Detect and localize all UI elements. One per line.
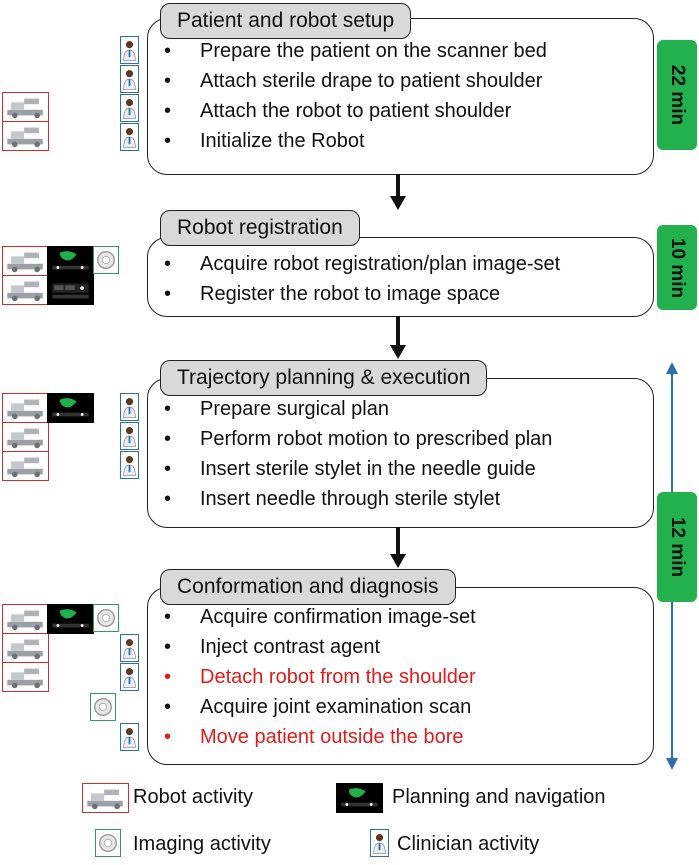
stage-box-trajectory: •Prepare surgical plan •Perform robot mo… — [147, 378, 654, 528]
robot-activity-icon — [2, 451, 49, 481]
planning-navigation-icon — [47, 246, 94, 276]
step-text: Insert needle through sterile stylet — [200, 488, 501, 510]
stage-title-setup: Patient and robot setup — [160, 3, 412, 39]
robot-activity-icon — [2, 604, 49, 634]
legend-label-robot: Robot activity — [133, 786, 254, 808]
step-text: Prepare surgical plan — [200, 398, 389, 420]
robot-activity-icon — [2, 92, 49, 122]
stage-box-setup: •Prepare the patient on the scanner bed … — [147, 18, 654, 175]
imaging-activity-icon — [93, 604, 119, 632]
clinician-activity-icon — [120, 634, 139, 662]
step-text: Attach the robot to patient shoulder — [200, 100, 512, 122]
planning-navigation-icon — [47, 604, 94, 634]
step-text: Detach robot from the shoulder — [200, 666, 476, 688]
step-item: •Perform robot motion to prescribed plan — [164, 428, 553, 450]
time-badge-registration: 10 min — [657, 225, 697, 310]
legend-label-imaging: Imaging activity — [133, 833, 271, 855]
robot-activity-icon — [2, 633, 49, 663]
step-item: •Register the robot to image space — [164, 283, 501, 305]
step-item: •Attach sterile drape to patient shoulde… — [164, 70, 543, 92]
step-text: Insert sterile stylet in the needle guid… — [200, 458, 536, 480]
legend-label-clinician: Clinician activity — [397, 833, 540, 855]
stage-title-registration: Robot registration — [160, 210, 360, 246]
robot-activity-icon — [2, 246, 49, 276]
step-text: Acquire confirmation image-set — [200, 606, 476, 628]
step-item-highlight: •Move patient outside the bore — [164, 726, 464, 748]
imaging-activity-icon — [93, 246, 119, 274]
legend-label-planning: Planning and navigation — [392, 786, 606, 808]
stage-title-confirmation: Conformation and diagnosis — [160, 569, 456, 605]
robot-activity-icon — [2, 422, 49, 452]
stage-title-trajectory: Trajectory planning & execution — [160, 360, 488, 396]
step-item: •Insert sterile stylet in the needle gui… — [164, 458, 536, 480]
clinician-activity-icon — [120, 65, 139, 93]
step-item: •Attach the robot to patient shoulder — [164, 100, 512, 122]
step-text: Inject contrast agent — [200, 636, 381, 658]
clinician-activity-icon — [120, 393, 139, 421]
step-text: Acquire joint examination scan — [200, 696, 472, 718]
step-item: •Prepare surgical plan — [164, 398, 389, 420]
step-text: Prepare the patient on the scanner bed — [200, 40, 547, 62]
step-item: •Insert needle through sterile stylet — [164, 488, 501, 510]
clinician-activity-icon — [120, 723, 139, 751]
step-text: Perform robot motion to prescribed plan — [200, 428, 553, 450]
clinician-activity-icon — [120, 94, 139, 122]
flow-arrow-2-head — [390, 345, 406, 359]
robot-activity-icon — [82, 783, 129, 813]
planning-navigation-icon — [47, 275, 94, 305]
planning-navigation-icon — [47, 393, 94, 423]
step-item: •Acquire robot registration/plan image-s… — [164, 253, 561, 275]
step-item: •Initialize the Robot — [164, 130, 365, 152]
robot-activity-icon — [2, 393, 49, 423]
step-item: •Acquire joint examination scan — [164, 696, 472, 718]
step-item: •Acquire confirmation image-set — [164, 606, 476, 628]
robot-activity-icon — [2, 662, 49, 692]
step-item: •Prepare the patient on the scanner bed — [164, 40, 547, 62]
step-text: Register the robot to image space — [200, 283, 501, 305]
step-text: Initialize the Robot — [200, 130, 365, 152]
stage-box-registration: •Acquire robot registration/plan image-s… — [147, 237, 654, 317]
robot-activity-icon — [2, 275, 49, 305]
step-text: Move patient outside the bore — [200, 726, 464, 748]
step-text: Attach sterile drape to patient shoulder — [200, 70, 543, 92]
flow-arrow-1-head — [390, 196, 406, 210]
imaging-activity-icon — [95, 829, 121, 857]
clinician-activity-icon — [120, 123, 139, 151]
clinician-activity-icon — [370, 829, 389, 857]
clinician-activity-icon — [120, 36, 139, 64]
clinician-activity-icon — [120, 663, 139, 691]
planning-navigation-icon — [336, 783, 383, 813]
step-item-highlight: •Detach robot from the shoulder — [164, 666, 476, 688]
step-item: •Inject contrast agent — [164, 636, 381, 658]
flow-arrow-3-head — [390, 554, 406, 568]
clinician-activity-icon — [120, 451, 139, 479]
time-badge-span: 12 min — [657, 492, 697, 602]
stage-box-confirmation: •Acquire confirmation image-set •Inject … — [147, 587, 654, 765]
imaging-activity-icon — [90, 693, 116, 721]
clinician-activity-icon — [120, 422, 139, 450]
time-badge-setup: 22 min — [657, 40, 697, 150]
step-text: Acquire robot registration/plan image-se… — [200, 253, 561, 275]
robot-activity-icon — [2, 121, 49, 151]
